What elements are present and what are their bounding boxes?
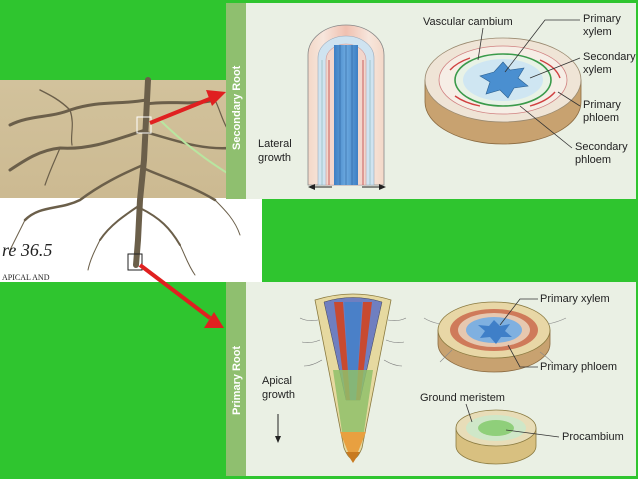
primary-root-tab-label: Primary Root [231, 346, 243, 415]
secondary-phloem-label-1: Secondary [575, 141, 628, 153]
primary-panel-background [226, 282, 636, 476]
pointer-arrows [138, 90, 226, 328]
selection-box-lower [127, 253, 143, 271]
secondary-root-panel: Secondary Root Lateral growth [226, 3, 636, 199]
upper-pointer-arrow-shaft [149, 96, 213, 125]
secondary-root-tab [226, 3, 246, 199]
primary-phloem-label-2: phloem [583, 112, 619, 124]
primary-xylem-label-1: Primary [583, 13, 621, 25]
root-photo: re 36.5 APICAL AND [0, 77, 264, 282]
figure-label: re 36.5 [2, 240, 52, 260]
lateral-growth-arrows [308, 184, 386, 190]
selection-box-upper [136, 116, 152, 134]
primary-xylem-label: Primary xylem [540, 293, 610, 305]
primary-root-cross-section [423, 301, 567, 373]
primary-xylem-label-2: xylem [583, 26, 612, 38]
primary-phloem-label-1: Primary [583, 99, 621, 111]
vascular-cambium-label: Vascular cambium [423, 16, 513, 28]
ground-meristem-label: Ground meristem [420, 392, 505, 404]
root-drawing [8, 77, 264, 276]
apical-growth-label-2: growth [262, 389, 295, 401]
secondary-root-longitudinal [307, 24, 385, 186]
procambium-label: Procambium [562, 431, 624, 443]
apical-growth-arrow [275, 414, 281, 443]
primary-root-longitudinal [299, 293, 407, 463]
secondary-xylem-label-2: xylem [583, 64, 612, 76]
secondary-phloem-label-2: phloem [575, 154, 611, 166]
apical-growth-label-1: Apical [262, 375, 292, 387]
figure-sub-label: APICAL AND [2, 273, 50, 282]
lateral-growth-label-1: Lateral [258, 138, 292, 150]
secondary-root-cross-section [424, 37, 582, 145]
primary-root-panel: Primary Root Apical growth [226, 282, 636, 476]
upper-pointer-arrowhead [206, 90, 226, 106]
primary-phloem-label: Primary phloem [540, 361, 617, 373]
secondary-xylem-label-1: Secondary [583, 51, 636, 63]
secondary-root-tab-label: Secondary Root [231, 65, 243, 150]
lateral-growth-label-2: growth [258, 152, 291, 164]
lower-pointer-arrow-shaft [138, 263, 212, 320]
ground-meristem-cross-section [455, 409, 537, 465]
lower-pointer-arrowhead [204, 312, 224, 328]
primary-root-tab [226, 282, 246, 476]
